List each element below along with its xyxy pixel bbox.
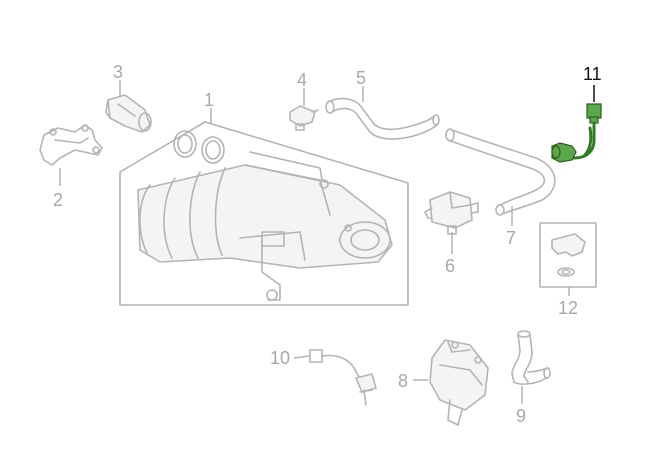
- callout-10[interactable]: 10: [270, 348, 290, 368]
- callout-numbers: 1 2 3 4 5 6 7 8 9 10 12 11: [53, 62, 602, 426]
- callout-3[interactable]: 3: [113, 62, 123, 82]
- callout-4[interactable]: 4: [297, 70, 307, 90]
- part-6-solenoid[interactable]: [424, 191, 479, 235]
- part-3-valve[interactable]: [105, 94, 152, 133]
- callout-9[interactable]: 9: [516, 406, 526, 426]
- part-8-filter-box[interactable]: [429, 339, 489, 426]
- part-9-hose[interactable]: [511, 330, 551, 385]
- callout-11[interactable]: 11: [583, 64, 602, 84]
- part-2-bracket[interactable]: [39, 124, 103, 166]
- callout-7[interactable]: 7: [506, 228, 516, 248]
- part-1-canister-assembly[interactable]: [119, 121, 409, 306]
- part-12-seal-kit[interactable]: [539, 222, 597, 288]
- callout-leaders: [59, 80, 595, 404]
- part-4-sensor[interactable]: [289, 105, 319, 131]
- part-10-oxygen-sensor[interactable]: [309, 349, 377, 406]
- callout-6[interactable]: 6: [445, 256, 455, 276]
- callout-1[interactable]: 1: [204, 90, 214, 110]
- callout-8[interactable]: 8: [398, 371, 408, 391]
- callout-2[interactable]: 2: [53, 190, 63, 210]
- part-7-hose[interactable]: [445, 128, 556, 216]
- callout-12[interactable]: 12: [558, 298, 578, 318]
- part-11-oxygen-sensor-highlighted[interactable]: [551, 103, 602, 163]
- part-5-hose[interactable]: [325, 97, 440, 140]
- callout-5[interactable]: 5: [356, 68, 366, 88]
